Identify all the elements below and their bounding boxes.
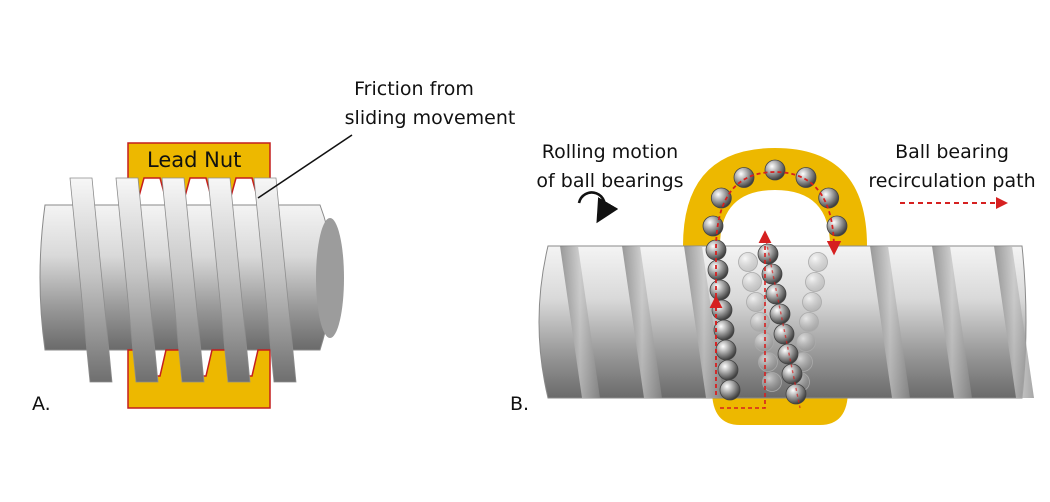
ball-return — [826, 215, 848, 237]
clockwise-arrow-icon — [577, 191, 619, 224]
recirc-label-line1: Ball bearing — [895, 141, 1009, 163]
lead-nut-label: Lead Nut — [147, 148, 241, 172]
ball-ghost — [762, 372, 782, 392]
ball-ghost — [802, 292, 822, 312]
ball-return — [710, 187, 732, 209]
ball-return — [764, 159, 786, 181]
ball-nut-lower — [712, 390, 848, 425]
ball — [769, 303, 791, 325]
ball — [705, 239, 727, 261]
ball — [715, 339, 737, 361]
ball-return-tube — [683, 148, 867, 246]
friction-callout-line — [257, 134, 353, 199]
dashed-arrow-icon — [900, 197, 1008, 209]
recirculation-path — [709, 171, 842, 409]
groove-6 — [994, 246, 1034, 398]
ball — [709, 279, 731, 301]
panel-b-letter: B. — [510, 393, 529, 415]
groove-2 — [622, 246, 662, 398]
ball-ghost — [738, 252, 758, 272]
ball — [717, 359, 739, 381]
ball — [757, 243, 779, 265]
panel-b-ball-screw: Rolling motion of ball bearings Ball bea… — [510, 141, 1036, 425]
ball-return — [818, 187, 840, 209]
ball — [761, 263, 783, 285]
ball-return — [702, 215, 724, 237]
ball — [765, 283, 787, 305]
recirc-label-line2: recirculation path — [868, 170, 1035, 192]
ball-screw-grooves — [560, 246, 1034, 398]
ball-ghost — [746, 292, 766, 312]
friction-label-line1: Friction from — [354, 78, 474, 100]
ball-ghost — [754, 332, 774, 352]
ball — [773, 323, 795, 345]
ball — [781, 363, 803, 385]
ball — [711, 299, 733, 321]
panel-a-lead-screw: Lead Nut Friction from sliding movement … — [32, 78, 515, 415]
rolling-label-line1: Rolling motion — [542, 141, 678, 163]
ball — [785, 383, 807, 405]
groove-1 — [560, 246, 600, 398]
ball — [713, 319, 735, 341]
lead-screw-threads — [69, 177, 297, 383]
rolling-label-line2: of ball bearings — [536, 170, 683, 192]
groove-5 — [932, 246, 972, 398]
ball-ghost — [799, 312, 819, 332]
ball-ghost — [750, 312, 770, 332]
ball-ghost — [758, 352, 778, 372]
friction-label-line2: sliding movement — [345, 107, 516, 129]
groove-3 — [684, 246, 724, 398]
ball — [707, 259, 729, 281]
lead-screw-shaft-end — [316, 218, 344, 338]
ball-ghost — [796, 332, 816, 352]
ball-ghost — [808, 252, 828, 272]
ball — [719, 379, 741, 401]
ball-return — [733, 167, 755, 188]
groove-4 — [870, 246, 910, 398]
panel-a-letter: A. — [32, 393, 51, 415]
ball-ghost — [805, 272, 825, 292]
ball-ghost — [742, 272, 762, 292]
ball — [777, 343, 799, 365]
